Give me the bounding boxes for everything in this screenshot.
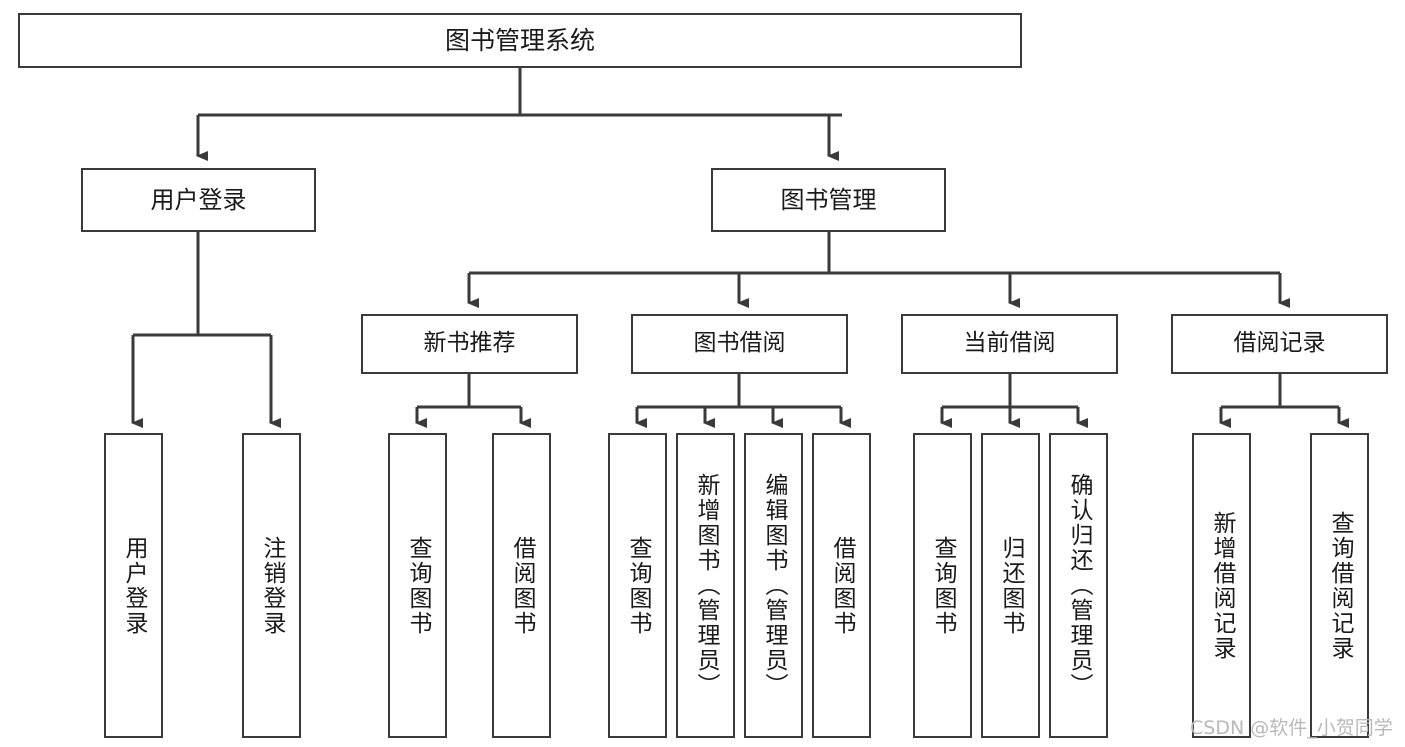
leaf-user-login[interactable]: 用户登录	[104, 433, 163, 738]
node-root-system[interactable]: 图书管理系统	[18, 13, 1022, 68]
leaf-add-book-admin[interactable]: 新增图书（管理员）	[676, 433, 735, 738]
node-label: 借阅记录	[1233, 330, 1326, 357]
node-label: 查询借阅记录	[1327, 510, 1353, 661]
node-label: 用户登录	[150, 185, 247, 214]
node-label: 确认归还（管理员）	[1066, 473, 1092, 698]
leaf-edit-book-admin[interactable]: 编辑图书（管理员）	[744, 433, 803, 738]
leaf-query-book-current[interactable]: 查询图书	[913, 433, 972, 738]
leaf-add-borrow-record[interactable]: 新增借阅记录	[1192, 433, 1251, 738]
node-label: 借阅图书	[509, 535, 535, 636]
node-label: 当前借阅	[963, 330, 1056, 357]
node-label: 新增借阅记录	[1209, 510, 1235, 661]
node-label: 归还图书	[998, 535, 1024, 636]
leaf-return-book[interactable]: 归还图书	[981, 433, 1040, 738]
leaf-confirm-return-admin[interactable]: 确认归还（管理员）	[1049, 433, 1108, 738]
csdn-watermark: CSDN @软件_小贺同学	[1190, 717, 1393, 739]
leaf-query-borrow-record[interactable]: 查询借阅记录	[1310, 433, 1369, 738]
node-current-borrow[interactable]: 当前借阅	[901, 314, 1118, 374]
leaf-borrow-book[interactable]: 借阅图书	[812, 433, 871, 738]
node-label: 查询图书	[930, 535, 956, 636]
node-label: 图书借阅	[693, 330, 786, 357]
node-label: 查询图书	[625, 535, 651, 636]
node-label: 新书推荐	[423, 330, 516, 357]
node-book-management[interactable]: 图书管理	[711, 168, 946, 232]
node-user-login[interactable]: 用户登录	[81, 168, 316, 232]
leaf-query-book-recommend[interactable]: 查询图书	[388, 433, 447, 738]
node-label: 新增图书（管理员）	[693, 473, 719, 698]
node-label: 用户登录	[121, 535, 147, 636]
node-label: 查询图书	[405, 535, 431, 636]
node-label: 注销登录	[259, 535, 285, 636]
node-new-book-recommend[interactable]: 新书推荐	[361, 314, 578, 374]
leaf-borrow-book-recommend[interactable]: 借阅图书	[492, 433, 551, 738]
leaf-query-book-borrow[interactable]: 查询图书	[608, 433, 667, 738]
node-label: 编辑图书（管理员）	[761, 473, 787, 698]
node-book-borrow[interactable]: 图书借阅	[631, 314, 848, 374]
node-label: 图书管理系统	[444, 25, 595, 55]
node-borrow-record[interactable]: 借阅记录	[1171, 314, 1388, 374]
node-label: 借阅图书	[829, 535, 855, 636]
leaf-logout[interactable]: 注销登录	[242, 433, 301, 738]
node-label: 图书管理	[780, 185, 877, 214]
